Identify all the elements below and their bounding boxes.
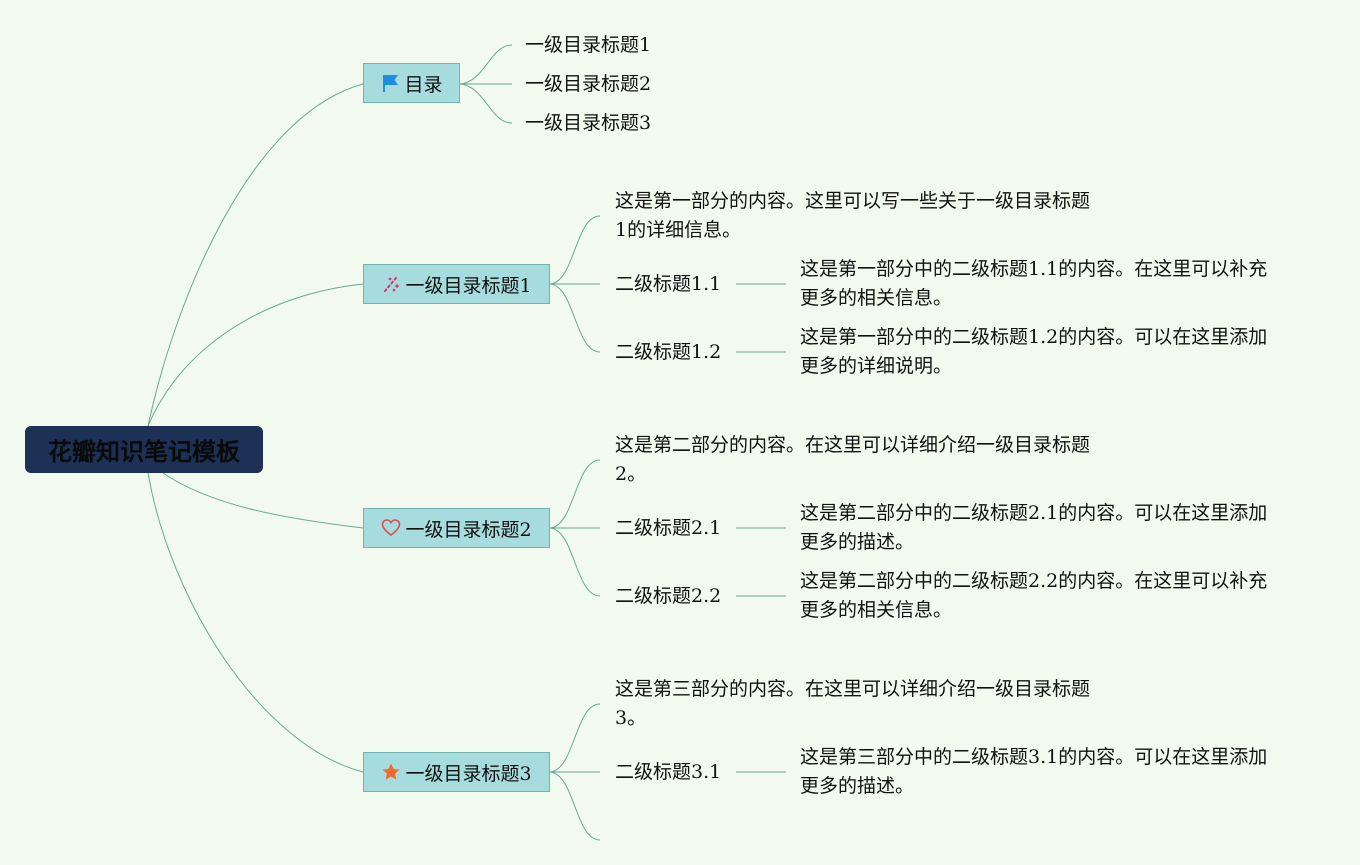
link-s2-sub2 <box>549 527 601 597</box>
link-s2-intro <box>549 459 601 529</box>
subtopic-1-1-desc[interactable]: 这是第一部分中的二级标题1.1的内容。在这里可以补充 更多的相关信息。 <box>800 255 1267 313</box>
subtopic-1-1-desc-line2: 更多的相关信息。 <box>800 287 953 309</box>
subtopic-1-1-desc-line1: 这是第一部分中的二级标题1.1的内容。在这里可以补充 <box>800 258 1268 280</box>
section-3-intro-line2: 3。 <box>615 707 647 729</box>
section-2-label: 一级目录标题2 <box>405 518 532 541</box>
toc-item-3[interactable]: 一级目录标题3 <box>525 112 652 134</box>
subtopic-2-1-desc-line2: 更多的描述。 <box>800 531 915 553</box>
link-root-section2 <box>162 472 364 529</box>
subtopic-1-2-desc-line1: 这是第一部分中的二级标题1.2的内容。可以在这里添加 <box>800 326 1268 348</box>
link-s1-sub2 <box>549 283 601 353</box>
root-topic[interactable]: 花瓣知识笔记模板 <box>25 426 263 473</box>
subtopic-1-2[interactable]: 二级标题1.2 <box>615 341 722 363</box>
root-title: 花瓣知识笔记模板 <box>48 438 240 466</box>
subtopic-2-1-desc-line1: 这是第二部分中的二级标题2.1的内容。可以在这里添加 <box>800 502 1268 524</box>
section-3-node[interactable]: 一级目录标题3 <box>363 752 550 792</box>
subtopic-2-2-desc-line1: 这是第二部分中的二级标题2.2的内容。在这里可以补充 <box>800 570 1268 592</box>
link-root-section1 <box>147 283 364 427</box>
section-1-intro[interactable]: 这是第一部分的内容。这里可以写一些关于一级目录标题 1的详细信息。 <box>615 187 1090 245</box>
subtopic-3-1-desc[interactable]: 这是第三部分中的二级标题3.1的内容。可以在这里添加 更多的描述。 <box>800 743 1267 801</box>
link-toc-item1 <box>459 44 513 85</box>
section-1-node[interactable]: 一级目录标题1 <box>363 264 550 304</box>
section-3-intro-line1: 这是第三部分的内容。在这里可以详细介绍一级目录标题 <box>615 678 1091 700</box>
subtopic-1-1[interactable]: 二级标题1.1 <box>615 273 722 295</box>
link-root-section3 <box>147 472 364 773</box>
link-s1-intro <box>549 215 601 285</box>
subtopic-2-1-desc[interactable]: 这是第二部分中的二级标题2.1的内容。可以在这里添加 更多的描述。 <box>800 499 1267 557</box>
section-2-intro[interactable]: 这是第二部分的内容。在这里可以详细介绍一级目录标题 2。 <box>615 431 1090 489</box>
section-1-intro-line2: 1的详细信息。 <box>615 219 742 241</box>
section-3-intro[interactable]: 这是第三部分的内容。在这里可以详细介绍一级目录标题 3。 <box>615 675 1090 733</box>
section-1-label: 一级目录标题1 <box>405 274 532 297</box>
subtopic-1-2-desc-line2: 更多的详细说明。 <box>800 355 953 377</box>
subtopic-2-2[interactable]: 二级标题2.2 <box>615 585 722 607</box>
toc-label: 目录 <box>404 73 443 96</box>
subtopic-3-1-desc-line2: 更多的描述。 <box>800 775 915 797</box>
toc-item-1[interactable]: 一级目录标题1 <box>525 34 652 56</box>
subtopic-1-2-desc[interactable]: 这是第一部分中的二级标题1.2的内容。可以在这里添加 更多的详细说明。 <box>800 323 1267 381</box>
toc-node[interactable]: 目录 <box>363 63 460 103</box>
link-root-toc <box>147 83 364 427</box>
section-1-intro-line1: 这是第一部分的内容。这里可以写一些关于一级目录标题 <box>615 190 1091 212</box>
sparkle-icon <box>381 274 401 294</box>
subtopic-3-1-desc-line1: 这是第三部分中的二级标题3.1的内容。可以在这里添加 <box>800 746 1268 768</box>
link-s3-extra <box>549 771 601 841</box>
link-toc-item3 <box>459 83 513 124</box>
heart-icon <box>381 518 401 538</box>
subtopic-3-1[interactable]: 二级标题3.1 <box>615 761 722 783</box>
star-icon <box>381 762 401 782</box>
subtopic-2-2-desc-line2: 更多的相关信息。 <box>800 599 953 621</box>
section-2-node[interactable]: 一级目录标题2 <box>363 508 550 548</box>
section-3-label: 一级目录标题3 <box>405 762 532 785</box>
toc-item-2[interactable]: 一级目录标题2 <box>525 73 652 95</box>
link-s3-intro <box>549 703 601 773</box>
flag-icon <box>380 73 400 93</box>
section-2-intro-line2: 2。 <box>615 463 647 485</box>
subtopic-2-1[interactable]: 二级标题2.1 <box>615 517 722 539</box>
section-2-intro-line1: 这是第二部分的内容。在这里可以详细介绍一级目录标题 <box>615 434 1091 456</box>
subtopic-2-2-desc[interactable]: 这是第二部分中的二级标题2.2的内容。在这里可以补充 更多的相关信息。 <box>800 567 1267 625</box>
